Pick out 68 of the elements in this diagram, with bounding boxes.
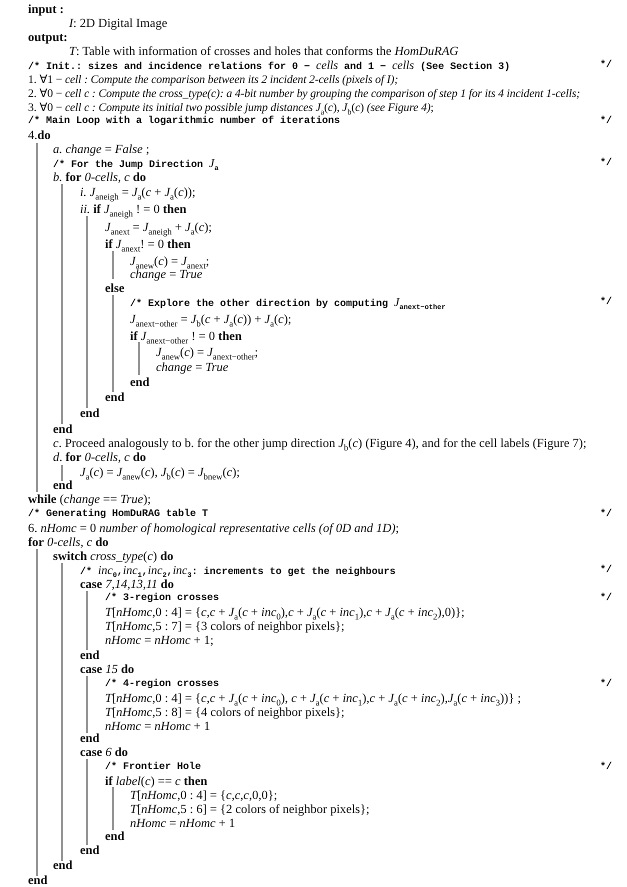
condition-statement: if J$_{a}$$_{next}$! = 0 then [105,237,191,252]
statement: T[nHomc,5 : 7] = {3 colors of neighbor pixels}; [105,619,345,634]
case-statement: case 6 do [80,745,128,760]
statement: nHomc = nHomc + 1 [130,816,236,831]
statement: nHomc = nHomc + 1; [105,633,214,648]
comment: /* inc$_{0}$,inc$_{1}$,inc$_{2}$,inc$_{3}$: increments to get the neighbours [80,563,396,580]
end-keyword: end [53,478,72,493]
case-statement: case 15 do [80,662,134,677]
loop-keyword: 4.do [28,128,51,143]
comment-end: */ [600,592,612,606]
algorithm-step: 2. ∀0 − cell c : Compute the cross_type(c): a 4-bit number by grouping the comparison of step 1 for its 4 incident 1-cells; [28,86,580,101]
comment: /* Main Loop with a logarithmic number of iterations [28,115,340,129]
loop-statement: for 0-cells, c do [28,535,109,550]
end-keyword: end [130,375,150,390]
comment-end: */ [600,678,612,692]
statement: T[nHomc,5 : 8] = {4 colors of neighbor pixels}; [105,705,345,720]
end-keyword: end [80,843,100,858]
comment: /* Frontier Hole [105,760,202,775]
statement: c. Proceed analogously to b. for the other jump direction J$_{b}$(c) (Figure 4), and for the cell labels (Figure 7); [53,436,586,451]
statement: T[nHomc,0 : 4] = {c,c,c,0,0}; [130,788,278,803]
statement: T[nHomc,5 : 6] = {2 colors of neighbor pixels}; [130,802,370,817]
condition-statement: ii. if J$_{a}$$_{neigh}$ ! = 0 then [80,202,186,217]
keyword: input : [28,2,64,17]
end-keyword: end [53,422,72,437]
loop-statement: d. for 0-cells, c do [53,450,146,465]
statement: a. change = False ; [53,142,150,157]
comment-end: */ [600,508,612,522]
statement: nHomc = nHomc + 1 [105,719,210,734]
statement: T[nHomc,0 : 4] = {c,c + J$_{a}$(c + inc$_{0}$),c + J$_{a}$(c + inc$_{1}$),c + J$_{a}$(c + inc$_{2}$),0)}; [105,605,465,620]
comment: /* 4-region crosses [105,678,220,692]
end-keyword: end [80,648,100,663]
end-keyword: end [53,858,72,873]
statement: J$_{a}$$_{new}$(c) = J$_{a}$$_{next−other}$; [156,345,258,360]
end-keyword: end [80,406,100,421]
comment: /* For the Jump Direction J$_{a}$ [53,156,219,173]
end-keyword: end [105,829,124,844]
statement: change = True [156,360,228,375]
comment: /* 3-region crosses [105,592,220,606]
comment: /* Generating HomDuRAG table T [28,508,208,522]
comment-end: */ [600,760,612,775]
keyword: output: [28,30,68,45]
end-keyword: end [80,731,100,746]
statement: J$_{a}$(c) = J$_{a}$$_{new}$(c), J$_{b}$(c) = J$_{b}$$_{new}$(c); [80,465,240,480]
algorithm-step: 3. ∀0 − cell c : Compute its initial two possible jump distances J$_{a}$(c), J$_{b}$(c) (see Figure 4); [28,100,434,115]
loop-condition: while (change == True); [28,492,151,507]
statement: T[nHomc,0 : 4] = {c,c + J$_{a}$(c + inc$_{0}$), c + J$_{a}$(c + inc$_{1}$),c + J$_{a}$(c + inc$_{2}$),J$_{a}$(c + inc$_{3}$))} ; [105,691,521,706]
condition-statement: if J$_{a}$$_{next−other}$ ! = 0 then [130,329,242,344]
output-description: T: Table with information of crosses and holes that conforms the HomDuRAG [69,44,458,59]
statement: i. J$_{a}$$_{neigh}$ = J$_{a}$(c + J$_{a}$(c)); [80,185,196,200]
algorithm-step: 1. ∀1 − cell : Compute the comparison between its 2 incident 2-cells (pixels of I); [28,72,398,87]
statement: J$_{a}$$_{new}$(c) = J$_{a}$$_{next}$; [130,254,210,269]
comment-end: */ [600,114,612,129]
statement: J$_{a}$$_{next}$ = J$_{a}$$_{neigh}$ + J$_{a}$(c); [105,220,212,235]
keyword: else [105,281,124,296]
algorithm-step: 6. nHomc = 0 number of homological representative cells (of 0D and 1D); [28,521,400,536]
condition-statement: if label(c) == c then [105,774,208,789]
statement: J$_{a}$$_{next−other}$ = J$_{b}$(c + J$_{a}$(c)) + J$_{a}$(c); [130,312,292,327]
input-description: I: 2D Digital Image [69,16,168,31]
comment-end: */ [600,564,612,578]
comment-end: */ [600,156,612,171]
comment: /* Init.: sizes and incidence relations for 0 − cells and 1 − cells (See Section 3) [28,58,510,74]
end-keyword: end [105,390,124,405]
loop-statement: b. for 0-cells, c do [53,170,146,185]
case-statement: case 7,14,13,11 do [80,577,174,592]
end-keyword: end [28,873,48,887]
switch-statement: switch cross_type(c) do [53,549,174,564]
comment-end: */ [600,296,612,310]
comment-end: */ [600,58,612,73]
